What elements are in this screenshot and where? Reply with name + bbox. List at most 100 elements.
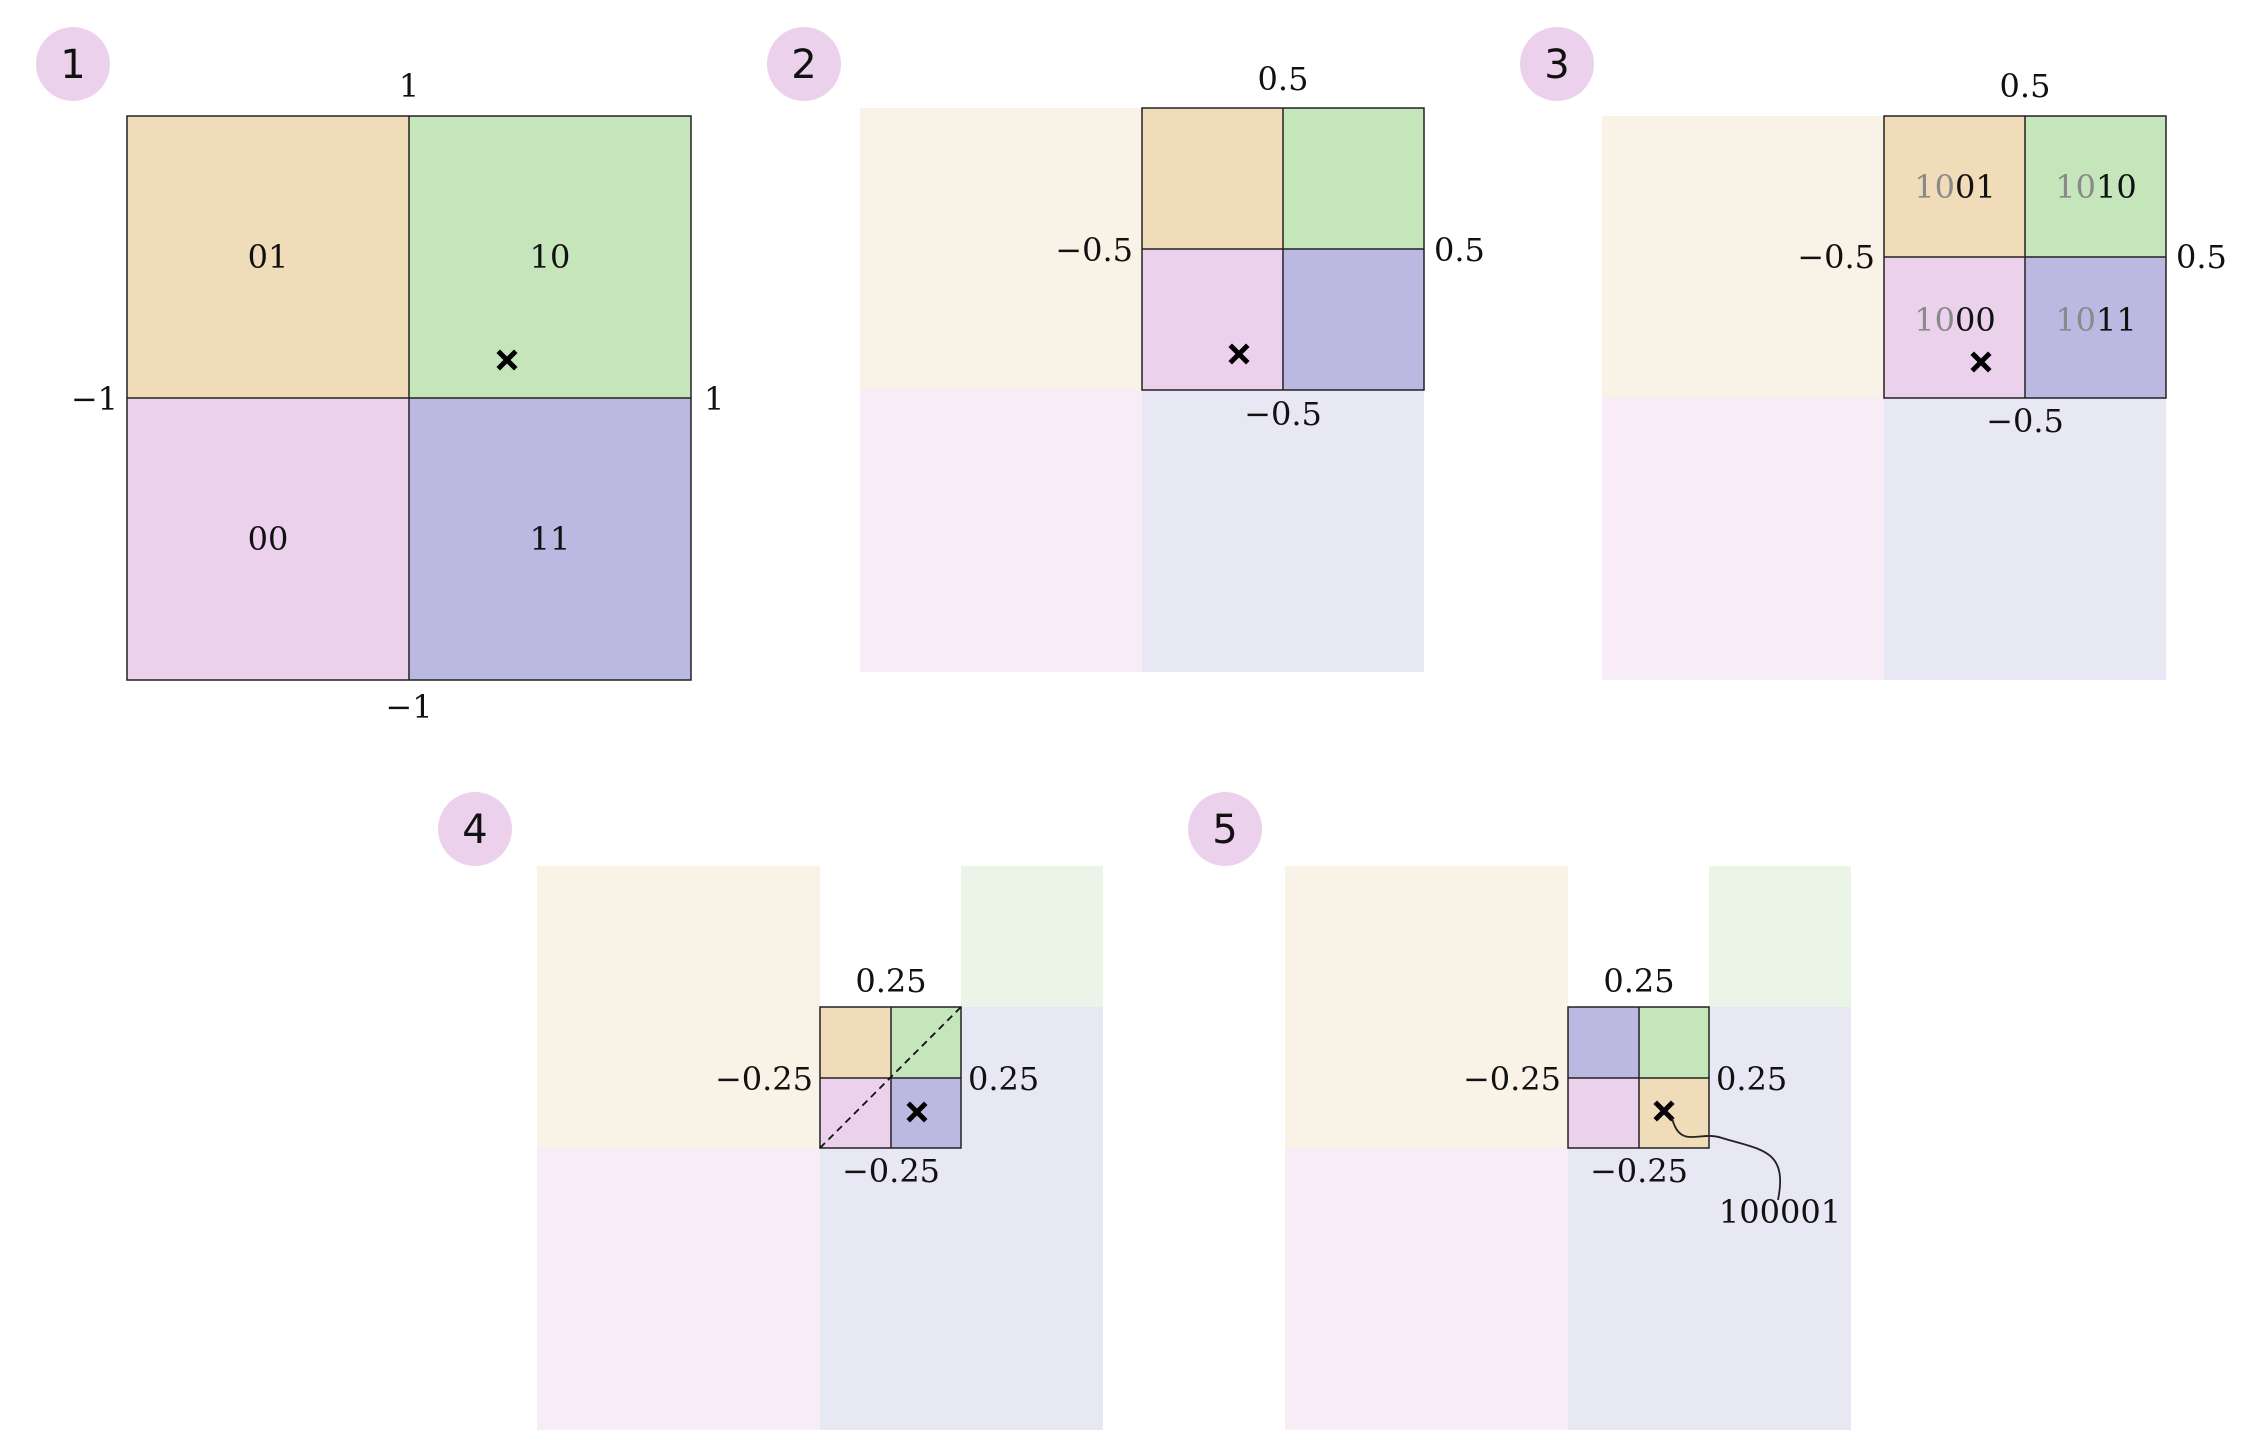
- panel-4: 4 0.25 −0.25 0.25 −0.25: [438, 792, 1103, 1430]
- bound-top-label: 1: [399, 67, 419, 105]
- step-badge-5: 5: [1188, 792, 1262, 866]
- panel-3: 3 1001 1010 1000 1011 0.5 −0.5 0.5 −0.5: [1520, 27, 2227, 680]
- subquadrant-1010: [2025, 116, 2166, 257]
- bound-right-label: 1: [704, 380, 724, 418]
- bound-right-label: 0.5: [1434, 231, 1485, 269]
- faded-quadrant-01: [1285, 866, 1568, 1148]
- step-badge-4: 4: [438, 792, 512, 866]
- code-prefix: 10: [2055, 168, 2096, 206]
- subquadrant-11: [891, 1078, 961, 1148]
- code-suffix: 01: [1955, 168, 1996, 206]
- code-prefix: 10: [1914, 301, 1955, 339]
- faded-quadrant-01: [860, 108, 1142, 390]
- step-badge-circle: [438, 792, 512, 866]
- bound-bottom-label: −0.25: [842, 1152, 940, 1190]
- panel-2: 2 0.5 −0.5 0.5 −0.5: [767, 27, 1485, 672]
- faded-quadrant-11: [1884, 398, 2166, 680]
- faded-subquadrant-1011: [1709, 1007, 1851, 1148]
- subquadrant-01: [1142, 108, 1283, 249]
- step-badge-circle: [767, 27, 841, 101]
- subquadrant-00: [1142, 249, 1283, 390]
- grid-lines: [1567, 1006, 1710, 1149]
- bound-bottom-label: −0.25: [1590, 1152, 1688, 1190]
- target-point-marker: [1228, 343, 1250, 365]
- cell-label-1001: 1001: [1914, 168, 1995, 206]
- subquadrant-11: [1283, 249, 1424, 390]
- panel-5: 5 100001 0.25 −0.25 0.25 −0.25: [1188, 792, 1851, 1430]
- cell-label-01: 01: [248, 238, 289, 276]
- step-badge-3: 3: [1520, 27, 1594, 101]
- bound-left-label: −0.25: [715, 1060, 813, 1098]
- cell-label-1000: 1000: [1914, 301, 1995, 339]
- step-number: 1: [60, 42, 85, 88]
- quadrant-10: [409, 116, 691, 398]
- faded-quadrant-00: [860, 390, 1142, 672]
- subquadrant-1011: [2025, 257, 2166, 398]
- code-suffix: 10: [2096, 168, 2137, 206]
- bound-right-label: 0.25: [968, 1060, 1039, 1098]
- bound-top-label: 0.25: [1603, 962, 1674, 1000]
- step-badge-circle: [36, 27, 110, 101]
- result-code-label: 100001: [1719, 1193, 1841, 1231]
- bound-left-label: −1: [71, 380, 118, 418]
- step-number: 3: [1544, 42, 1569, 88]
- faded-subquadrant-1010: [961, 866, 1103, 1007]
- bound-bottom-label: −0.5: [1244, 395, 1322, 433]
- grid-lines: [126, 115, 692, 681]
- quadrant-11: [409, 398, 691, 680]
- cell-label-10: 10: [530, 238, 571, 276]
- faded-subquadrant-1010: [1709, 866, 1851, 1007]
- faded-subquadrant-1011: [961, 1007, 1103, 1148]
- subquadrant-00: [1568, 1078, 1639, 1148]
- code-prefix: 10: [2055, 301, 2096, 339]
- cell-label-1011: 1011: [2055, 301, 2136, 339]
- faded-quadrant-01: [1602, 116, 1884, 398]
- subquadrant-11: [1568, 1007, 1639, 1078]
- bound-left-label: −0.5: [1797, 238, 1875, 276]
- bound-right-label: 0.5: [2176, 238, 2227, 276]
- faded-quadrant-00: [537, 1148, 820, 1430]
- faded-quadrant-11: [820, 1148, 1103, 1430]
- step-badge-2: 2: [767, 27, 841, 101]
- faded-quadrant-11: [1568, 1148, 1851, 1430]
- callout-leader-line: [1671, 1117, 1781, 1201]
- subquadrant-1000: [1884, 257, 2025, 398]
- target-point-marker: [1970, 351, 1992, 373]
- faded-quadrant-00: [1285, 1148, 1568, 1430]
- target-point-marker: [906, 1101, 928, 1123]
- faded-quadrant-00: [1602, 398, 1884, 680]
- target-point-marker: [496, 349, 518, 371]
- step-number: 5: [1212, 807, 1237, 853]
- bound-top-label: 0.5: [1258, 60, 1309, 98]
- code-suffix: 00: [1955, 301, 1996, 339]
- step-badge-circle: [1188, 792, 1262, 866]
- bound-bottom-label: −1: [385, 688, 432, 726]
- step-badge-1: 1: [36, 27, 110, 101]
- bound-bottom-label: −0.5: [1986, 402, 2064, 440]
- subquadrant-10: [1639, 1007, 1709, 1078]
- bound-top-label: 0.5: [2000, 67, 2051, 105]
- bound-left-label: −0.25: [1463, 1060, 1561, 1098]
- bound-top-label: 0.25: [855, 962, 926, 1000]
- step-number: 4: [462, 807, 487, 853]
- cell-label-1010: 1010: [2055, 168, 2136, 206]
- subquadrant-1001: [1884, 116, 2025, 257]
- subquadrant-01: [820, 1007, 891, 1078]
- target-point-marker: [1653, 1100, 1675, 1122]
- faded-quadrant-01: [537, 866, 820, 1148]
- code-suffix: 11: [2096, 301, 2137, 339]
- subquadrant-10: [1283, 108, 1424, 249]
- cell-label-11: 11: [530, 520, 571, 558]
- panel-1: 1 01 10 00 11 1 −1 1 −1: [36, 27, 724, 726]
- step-number: 2: [791, 42, 816, 88]
- diagonal-dashed-line: [819, 1006, 962, 1149]
- bound-left-label: −0.5: [1055, 231, 1133, 269]
- code-prefix: 10: [1914, 168, 1955, 206]
- quadrant-00: [127, 398, 409, 680]
- bound-right-label: 0.25: [1716, 1060, 1787, 1098]
- cell-label-00: 00: [248, 520, 289, 558]
- quadrant-01: [127, 116, 409, 398]
- step-badge-circle: [1520, 27, 1594, 101]
- grid-lines: [1883, 115, 2167, 399]
